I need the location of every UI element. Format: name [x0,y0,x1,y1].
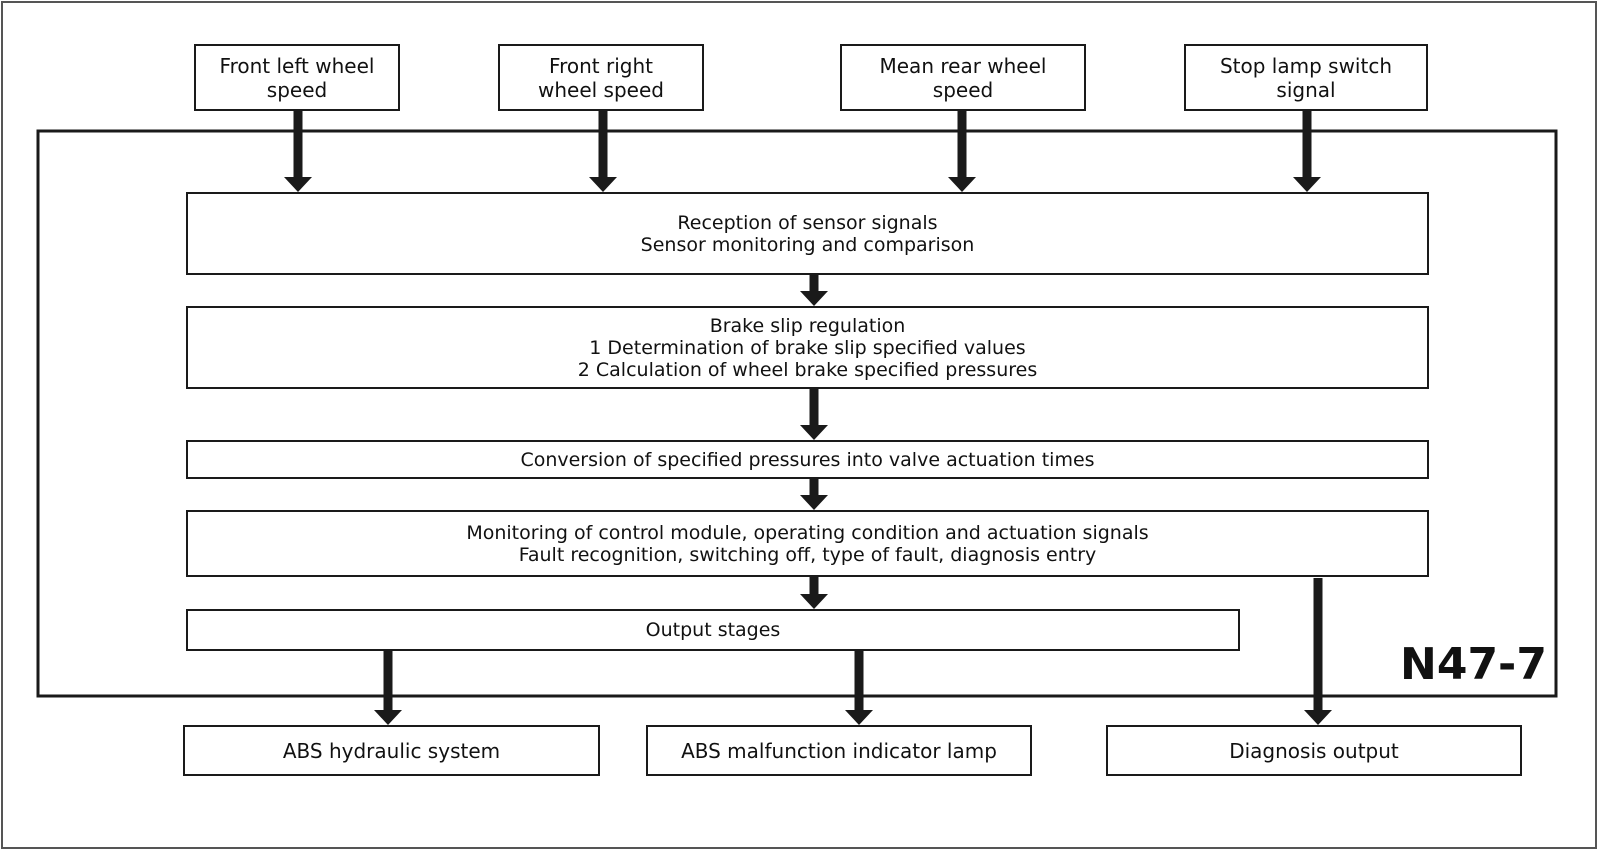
arrow-head [845,710,873,725]
output-label: ABS malfunction indicator lamp [681,738,997,763]
process-text-line1: Monitoring of control module, operating … [466,521,1149,544]
arrow-head [589,177,617,192]
output-abs-malfunction-indicator-lamp: ABS malfunction indicator lamp [646,725,1032,776]
arrow-stop-lamp-to-reception [1293,111,1321,192]
output-abs-hydraulic-system: ABS hydraulic system [183,725,600,776]
output-label: Diagnosis output [1229,738,1399,763]
arrow-monitoring-to-diagnosis [1304,578,1332,725]
process-text-line1: Brake slip regulation [709,314,906,337]
arrow-head [284,177,312,192]
arrow-mean-rear-to-reception [948,111,976,192]
input-label-line2: speed [932,77,994,102]
module-label: N47-7 [1400,639,1547,690]
process-text-line1: Output stages [645,619,781,641]
arrow-monitoring-to-output-stages [800,577,828,609]
arrow-head [800,291,828,306]
input-label-line1: Front right [549,53,653,78]
process-text-line1: Conversion of specified pressures into v… [520,448,1095,471]
input-front-left-wheel-speed: Front left wheel speed [194,44,400,111]
arrow-head [800,594,828,609]
input-label-line2: speed [266,77,328,102]
input-label-line1: Mean rear wheel [879,53,1047,78]
arrow-front-left-to-reception [284,111,312,192]
arrow-head [948,177,976,192]
process-text-line3: 2 Calculation of wheel brake specified p… [577,358,1038,381]
input-label-line1: Front left wheel [219,53,375,78]
input-front-right-wheel-speed: Front right wheel speed [498,44,704,111]
process-brake-slip-regulation: Brake slip regulation 1 Determination of… [186,306,1429,389]
arrow-head [374,710,402,725]
process-text-line1: Reception of sensor signals [677,211,938,234]
input-stop-lamp-switch-signal: Stop lamp switch signal [1184,44,1428,111]
process-text-line2: Fault recognition, switching off, type o… [518,543,1097,566]
arrow-output-stages-to-hydraulic [374,651,402,725]
input-label-line2: signal [1276,77,1336,102]
arrow-conversion-to-monitoring [800,479,828,510]
input-label-line1: Stop lamp switch [1219,53,1393,78]
arrow-slip-to-conversion [800,389,828,440]
arrow-head [800,425,828,440]
arrow-reception-to-slip [800,275,828,306]
process-monitoring-and-fault-recognition: Monitoring of control module, operating … [186,510,1429,577]
arrow-output-stages-to-mil [845,651,873,725]
output-label: ABS hydraulic system [282,738,501,763]
arrow-group [284,111,1332,725]
arrow-head [1293,177,1321,192]
process-text-line2: 1 Determination of brake slip specified … [589,336,1026,359]
input-label-line2: wheel speed [538,77,664,102]
arrow-head [1304,710,1332,725]
arrow-front-right-to-reception [589,111,617,192]
control-module-frame [36,129,1558,698]
output-diagnosis: Diagnosis output [1106,725,1522,776]
process-output-stages: Output stages [186,609,1240,651]
process-conversion-to-valve-times: Conversion of specified pressures into v… [186,440,1429,479]
input-mean-rear-wheel-speed: Mean rear wheel speed [840,44,1086,111]
process-reception-of-sensor-signals: Reception of sensor signals Sensor monit… [186,192,1429,275]
process-text-line2: Sensor monitoring and comparison [640,233,975,256]
arrow-head [800,495,828,510]
